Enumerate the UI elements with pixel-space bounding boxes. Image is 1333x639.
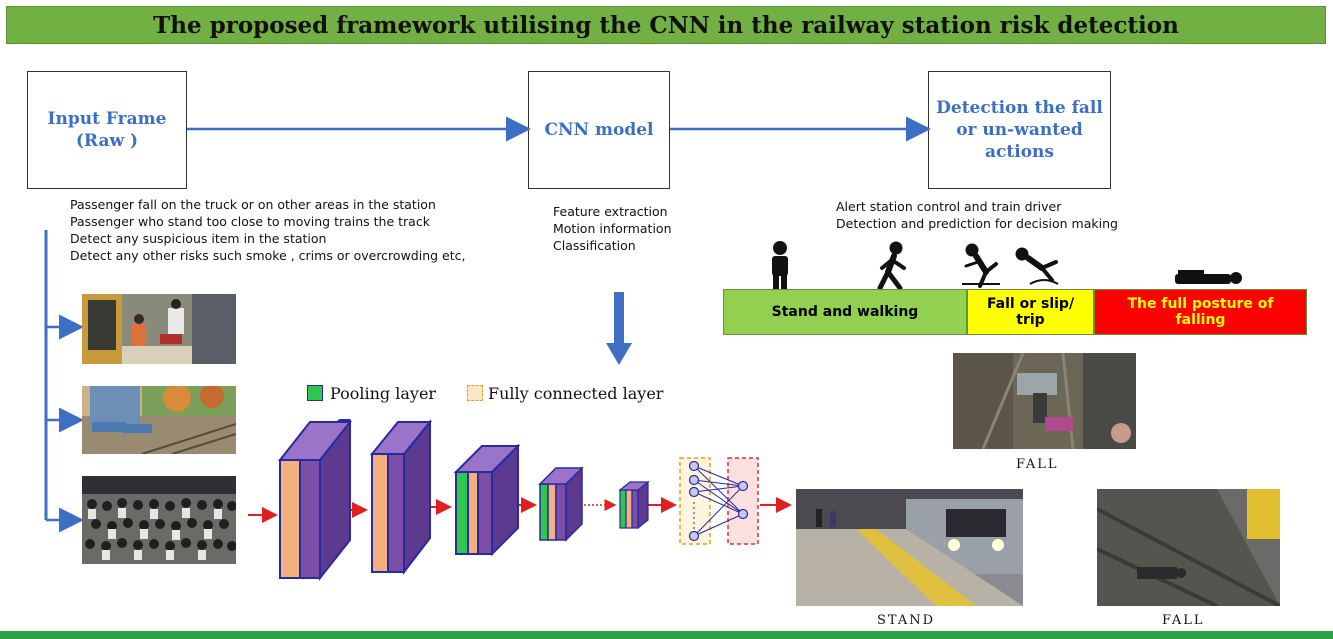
fall-photo-platform: [1097, 489, 1280, 606]
page-title: The proposed framework utilising the CNN…: [153, 11, 1179, 39]
posture-segment-stand: Stand and walking: [723, 289, 967, 335]
bottom-bar: [0, 631, 1333, 639]
posture-scale: Stand and walking Fall or slip/ trip The…: [723, 289, 1307, 335]
conv-block-1: [277, 419, 353, 581]
cnn-notes: Feature extraction Motion information Cl…: [553, 203, 672, 254]
stand-photo-platform: [796, 489, 1023, 606]
walking-person-icon: [877, 241, 906, 291]
cnn-model-label: CNN model: [544, 120, 654, 140]
detection-note: Detection and prediction for decision ma…: [836, 216, 1118, 231]
tripping-person-icon: [1015, 247, 1059, 285]
cnn-layer-stack: [277, 419, 759, 581]
posture-segment-label: Fall or slip/ trip: [986, 296, 1075, 328]
fully-connected-legend-swatch: [467, 385, 483, 401]
pool-block-3: [453, 443, 521, 557]
cnn-note: Classification: [553, 238, 636, 253]
fully-connected-legend-label: Fully connected layer: [488, 384, 664, 403]
standing-person-icon: [772, 241, 788, 290]
pooling-legend-label: Pooling layer: [330, 384, 437, 403]
detection-box: Detection the fall or un-wanted actions: [928, 71, 1111, 189]
detection-note: Alert station control and train driver: [836, 199, 1062, 214]
stand-caption: STAND: [877, 613, 936, 628]
pooling-legend-swatch: [307, 385, 323, 401]
fall-caption-bottom: FALL: [1162, 613, 1205, 628]
down-arrow: [606, 292, 632, 365]
lying-person-icon: [1175, 270, 1242, 284]
pool-block-5: [618, 480, 650, 530]
input-note: Passenger fall on the truck or on other …: [70, 197, 436, 212]
posture-segment-slip: Fall or slip/ trip: [967, 289, 1094, 335]
posture-segment-fall: The full posture of falling: [1094, 289, 1307, 335]
cnn-note: Motion information: [553, 221, 672, 236]
detection-notes: Alert station control and train driver D…: [836, 198, 1118, 232]
input-frame-box: Input Frame (Raw ): [27, 71, 187, 189]
title-bar: The proposed framework utilising the CNN…: [6, 6, 1326, 44]
fall-photo-track: [953, 353, 1136, 449]
input-notes: Passenger fall on the truck or on other …: [70, 196, 465, 264]
station-photo-edge: [82, 386, 236, 454]
posture-segment-label: Stand and walking: [771, 304, 919, 320]
station-photo-fall: [82, 294, 236, 364]
station-photo-crowd: [82, 476, 236, 564]
pool-block-4: [538, 466, 584, 542]
image-branch-lines: [44, 230, 84, 533]
input-frame-label: Input Frame (Raw ): [47, 109, 167, 151]
slipping-person-icon: [962, 243, 1000, 288]
cnn-model-box: CNN model: [528, 71, 670, 189]
posture-segment-label: The full posture of falling: [1127, 296, 1274, 328]
fall-caption-top: FALL: [1016, 457, 1059, 472]
posture-icons: [772, 241, 1242, 291]
input-note: Passenger who stand too close to moving …: [70, 214, 430, 229]
cnn-note: Feature extraction: [553, 204, 668, 219]
input-note: Detect any other risks such smoke , crim…: [70, 248, 466, 263]
detection-label: Detection the fall or un-wanted actions: [936, 98, 1103, 162]
fully-connected-layers: [679, 457, 759, 545]
input-note: Detect any suspicious item in the statio…: [70, 231, 327, 246]
conv-block-2: [369, 419, 433, 575]
